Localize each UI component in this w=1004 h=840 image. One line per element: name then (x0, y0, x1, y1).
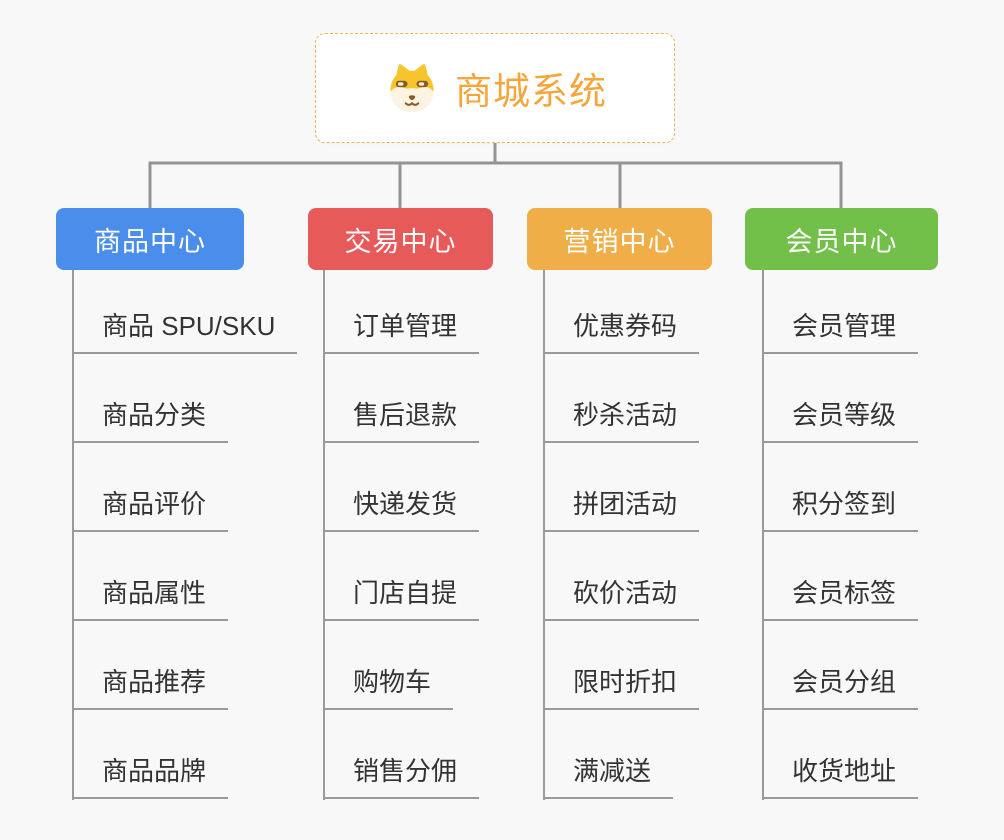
column-connector-line (323, 270, 325, 800)
leaf-node[interactable]: 门店自提 (323, 577, 480, 621)
leaf-node[interactable]: 销售分佣 (323, 755, 480, 799)
root-title: 商城系统 (455, 71, 607, 112)
branch-node-member-center[interactable]: 会员中心 (745, 208, 938, 270)
branch-children-product-center: 商品 SPU/SKU 商品分类 商品评价 商品属性 商品推荐 商品品牌 (72, 270, 352, 810)
branch-node-marketing-center[interactable]: 营销中心 (527, 208, 712, 270)
leaf-node[interactable]: 砍价活动 (543, 577, 700, 621)
leaf-node[interactable]: 积分签到 (762, 488, 919, 532)
leaf-node[interactable]: 商品推荐 (72, 666, 229, 710)
leaf-node[interactable]: 会员分组 (762, 666, 919, 710)
leaf-node[interactable]: 购物车 (323, 666, 454, 710)
branch-node-trade-center[interactable]: 交易中心 (308, 208, 493, 270)
root-node[interactable]: 商城系统 (315, 33, 675, 143)
leaf-node[interactable]: 订单管理 (323, 310, 480, 354)
shiba-dog-icon (383, 61, 441, 115)
branch-children-trade-center: 订单管理 售后退款 快递发货 门店自提 购物车 销售分佣 (323, 270, 603, 810)
leaf-node[interactable]: 满减送 (543, 755, 674, 799)
branch-node-product-center[interactable]: 商品中心 (56, 208, 244, 270)
leaf-node[interactable]: 会员管理 (762, 310, 919, 354)
leaf-node[interactable]: 会员等级 (762, 399, 919, 443)
leaf-node[interactable]: 拼团活动 (543, 488, 700, 532)
leaf-node[interactable]: 秒杀活动 (543, 399, 700, 443)
leaf-node[interactable]: 商品分类 (72, 399, 229, 443)
branch-children-member-center: 会员管理 会员等级 积分签到 会员标签 会员分组 收货地址 (762, 270, 1004, 810)
branch-bracket-line (148, 161, 843, 208)
leaf-node[interactable]: 收货地址 (762, 755, 919, 799)
leaf-node[interactable]: 商品评价 (72, 488, 229, 532)
leaf-node[interactable]: 限时折扣 (543, 666, 700, 710)
leaf-node[interactable]: 售后退款 (323, 399, 480, 443)
leaf-node[interactable]: 优惠券码 (543, 310, 700, 354)
leaf-node[interactable]: 商品属性 (72, 577, 229, 621)
leaf-node[interactable]: 会员标签 (762, 577, 919, 621)
branch-children-marketing-center: 优惠券码 秒杀活动 拼团活动 砍价活动 限时折扣 满减送 (543, 270, 823, 810)
column-connector-line (543, 270, 545, 800)
leaf-node[interactable]: 商品 SPU/SKU (72, 310, 298, 354)
leaf-node[interactable]: 快递发货 (323, 488, 480, 532)
column-connector-line (72, 270, 74, 800)
leaf-node[interactable]: 商品品牌 (72, 755, 229, 799)
column-connector-line (762, 270, 764, 800)
